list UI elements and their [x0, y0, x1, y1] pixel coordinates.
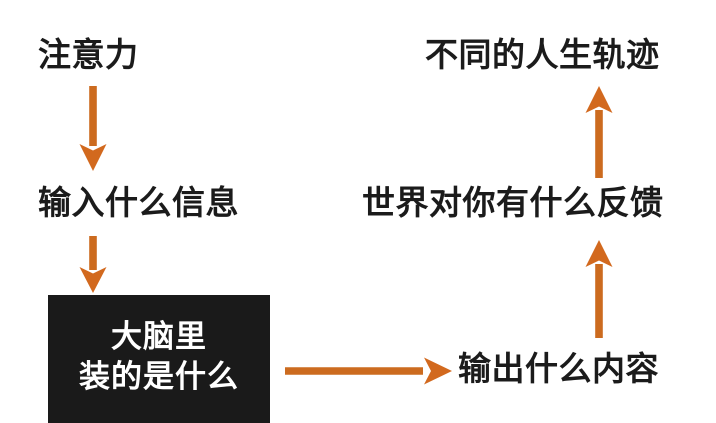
node-brain-line-2: 装的是什么 — [79, 359, 239, 396]
arrow-down-icon-input-to-brain — [78, 236, 108, 294]
arrow-down-icon-attention-to-input — [78, 86, 108, 172]
node-output-content: 输出什么内容 — [458, 349, 659, 388]
arrow-up-icon-output-to-feedback — [584, 240, 614, 338]
node-brain-box: 大脑里 装的是什么 — [48, 295, 270, 423]
node-life-path: 不同的人生轨迹 — [425, 35, 660, 74]
node-attention: 注意力 — [38, 35, 139, 74]
node-brain-line-1: 大脑里 — [111, 319, 207, 355]
arrow-up-icon-feedback-to-lifepath — [584, 86, 614, 178]
node-world-feedback: 世界对你有什么反馈 — [362, 183, 664, 222]
arrow-right-icon-brain-to-output — [285, 355, 453, 387]
node-input-info: 输入什么信息 — [38, 183, 239, 222]
